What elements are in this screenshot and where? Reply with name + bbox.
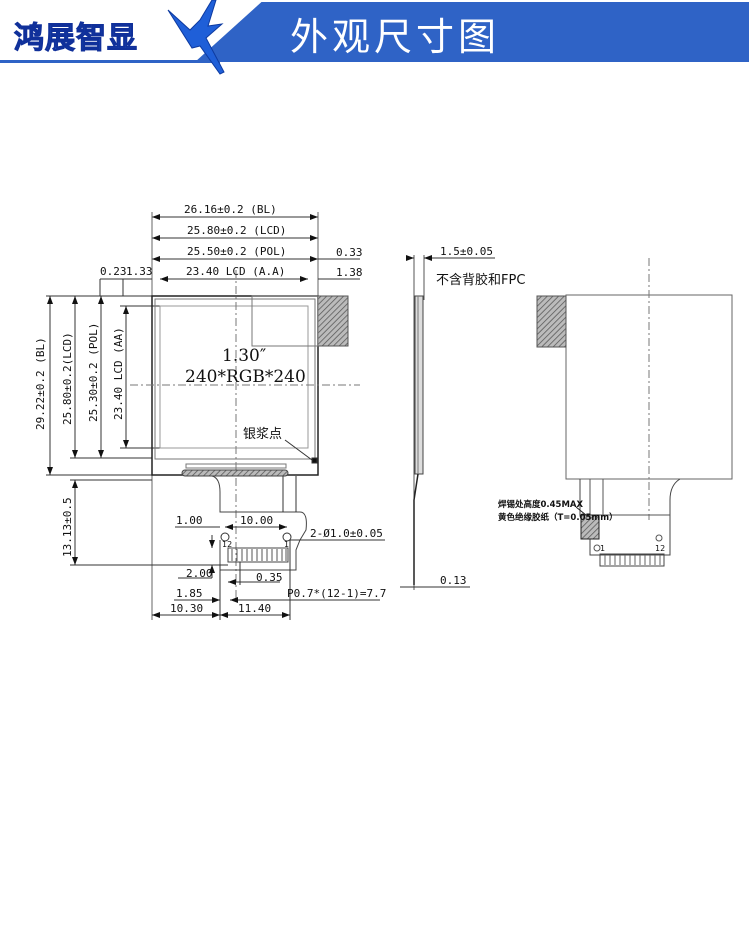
header-underline <box>0 60 220 63</box>
dim-1030: 10.30 <box>170 602 203 615</box>
page-header: 鸿展智显 外观尺寸图 <box>0 0 749 75</box>
dim-height-aa: 23.40 LCD (AA) <box>112 327 125 420</box>
dim-pitch: P0.7*(12-1)=7.7 <box>287 587 386 600</box>
resolution-label: 240*RGB*240 <box>185 367 306 387</box>
brand-name: 鸿展智显 <box>14 21 138 57</box>
dim-height-lcd: 25.80±0.2(LCD) <box>61 332 74 425</box>
dim-1000: 10.00 <box>240 514 273 527</box>
dim-height-pol: 25.30±0.2 (POL) <box>87 323 100 422</box>
dim-1140: 11.40 <box>238 602 271 615</box>
silver-paste-label: 银浆点 <box>243 427 282 442</box>
dim-left-133: 1.33 <box>126 265 153 278</box>
dim-height-bl: 29.22±0.2 (BL) <box>34 337 47 430</box>
dim-200: 2.00 <box>186 567 213 580</box>
back-pin-12: 12 <box>655 544 665 553</box>
dim-width-lcd: 25.80±0.2 (LCD) <box>187 224 286 237</box>
bird-icon <box>167 0 225 75</box>
dim-thickness: 1.5±0.05 <box>440 245 493 258</box>
back-view <box>536 258 733 567</box>
dim-right-033: 0.33 <box>336 246 363 259</box>
pin-1-label: 1 <box>284 540 289 549</box>
pin-12-label: 12 <box>222 540 232 549</box>
dim-fpc-thickness: 0.13 <box>440 574 467 587</box>
side-note: 不含背胶和FPC <box>436 272 525 288</box>
dim-fpc-length: 13.13±0.5 <box>61 497 74 557</box>
dim-right-138: 1.38 <box>336 266 363 279</box>
back-pin-1: 1 <box>600 544 605 553</box>
tape-note: 黄色绝缘胶纸（T=0.05mm） <box>498 512 618 523</box>
side-view <box>400 255 495 590</box>
front-view <box>46 212 385 620</box>
dim-185: 1.85 <box>176 587 203 600</box>
dim-width-bl: 26.16±0.2 (BL) <box>184 203 277 216</box>
dim-width-aa: 23.40 LCD (A.A) <box>186 265 285 278</box>
page-title: 外观尺寸图 <box>290 15 501 59</box>
solder-note: 焊锡处高度0.45MAX <box>498 499 584 510</box>
dim-035: 0.35 <box>256 571 283 584</box>
dim-holes: 2-Ø1.0±0.05 <box>310 527 383 540</box>
title-banner <box>195 2 749 62</box>
dim-100: 1.00 <box>176 514 203 527</box>
dim-width-pol: 25.50±0.2 (POL) <box>187 245 286 258</box>
panel-size-label: 1.30″ <box>222 346 266 366</box>
dim-left-023: 0.23 <box>100 265 127 278</box>
